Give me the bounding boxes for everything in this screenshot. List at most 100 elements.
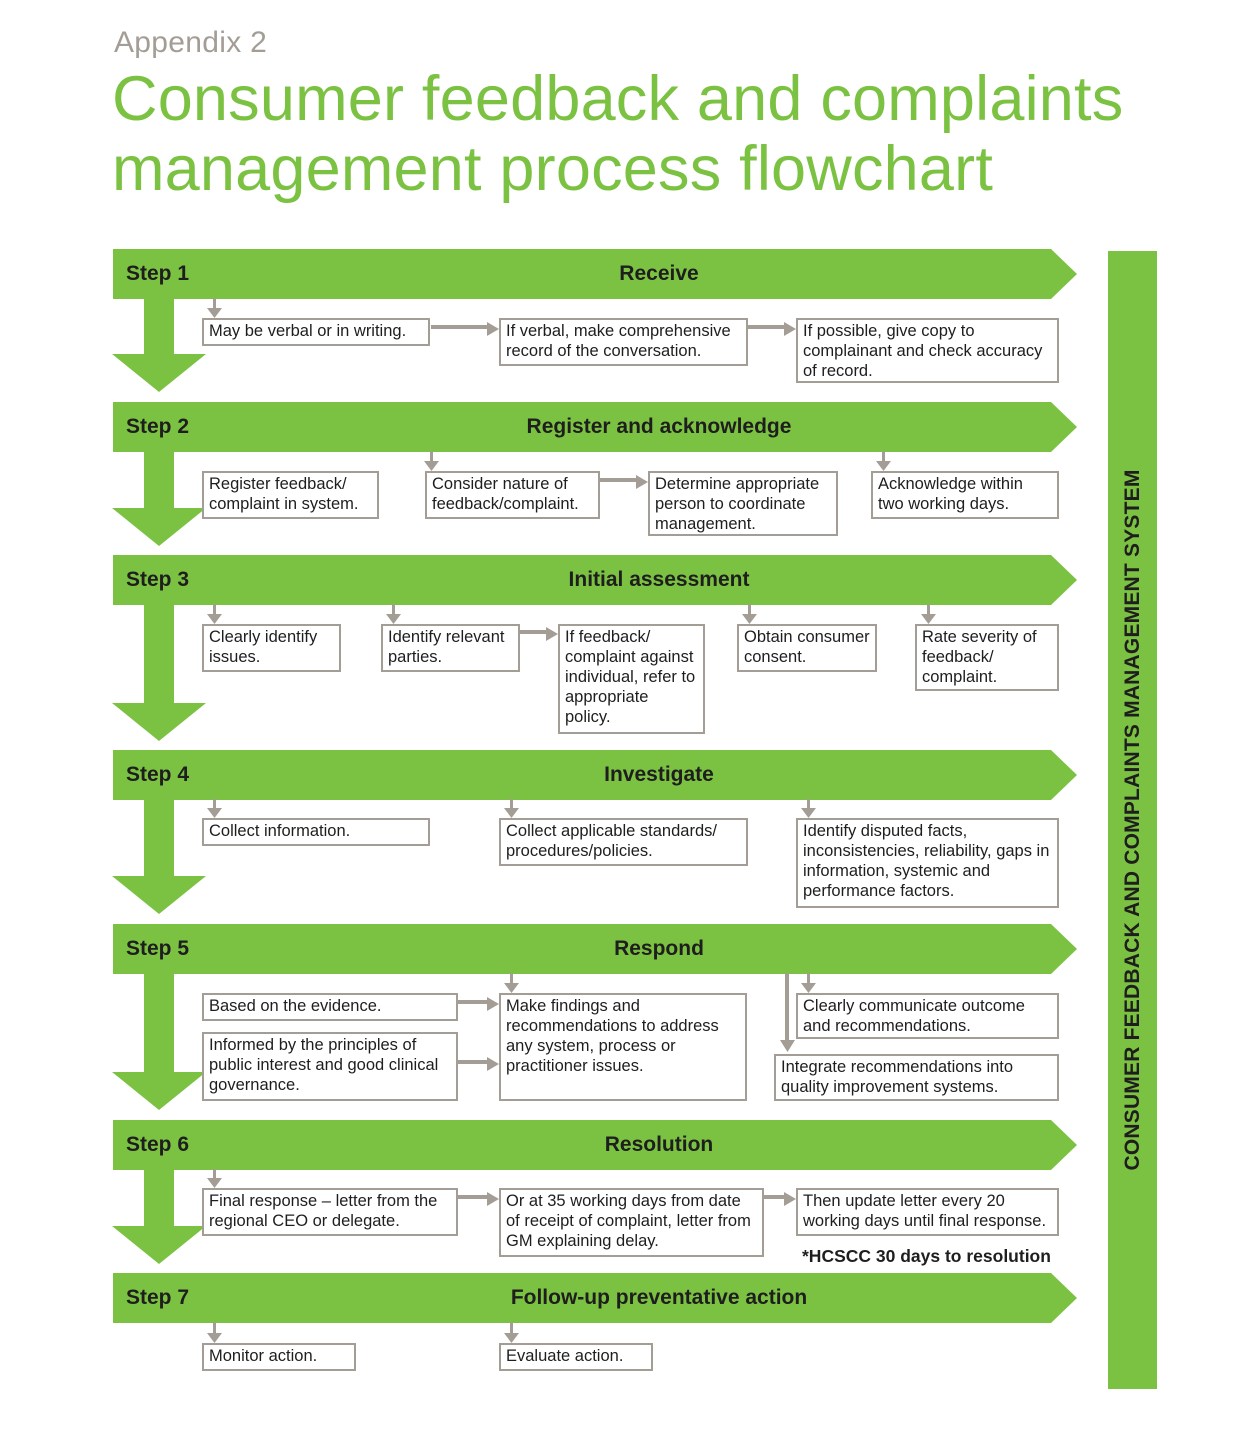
arrow-head xyxy=(504,983,519,993)
down-arrow xyxy=(207,1169,222,1188)
arrow-shaft xyxy=(144,1169,174,1228)
step-7-box-1: Monitor action. xyxy=(202,1343,356,1371)
down-arrow xyxy=(207,799,222,818)
arrow-shaft xyxy=(748,325,786,329)
arrow-shaft xyxy=(213,1169,216,1179)
step-6-box-3: Then update letter every 20 working days… xyxy=(796,1188,1059,1236)
step-1-box-3: If possible, give copy to complainant an… xyxy=(796,318,1059,383)
arrow-shaft xyxy=(213,298,216,309)
step-down-arrow xyxy=(112,604,206,741)
arrow-head xyxy=(112,703,206,741)
hcscc-note: *HCSCC 30 days to resolution xyxy=(802,1246,1051,1266)
step-3-box-2: Identify relevant parties. xyxy=(381,624,520,672)
arrow-shaft xyxy=(764,1195,786,1199)
step-band-background xyxy=(113,1120,1077,1170)
step-band-background xyxy=(113,555,1077,605)
step-1-box-2: If verbal, make comprehensive record of … xyxy=(499,318,748,366)
arrow-shaft xyxy=(144,799,174,878)
arrow-head xyxy=(780,1040,795,1052)
step-4-box-3: Identify disputed facts, inconsistencies… xyxy=(796,818,1059,908)
arrow-shaft xyxy=(927,604,930,615)
arrow-shaft xyxy=(144,973,174,1074)
arrow-shaft xyxy=(600,478,638,482)
arrow-head xyxy=(546,627,558,641)
down-arrow xyxy=(742,604,757,624)
arrow-shaft xyxy=(144,451,174,510)
arrow-shaft xyxy=(392,604,395,615)
step-label: Step 4 xyxy=(126,763,190,786)
down-arrow xyxy=(921,604,936,624)
arrow-head xyxy=(487,1057,499,1071)
step-5-box-5: Integrate recommendations into quality i… xyxy=(774,1054,1059,1101)
arrow-shaft xyxy=(213,604,216,615)
step-2-box-2: Consider nature of feedback/complaint. xyxy=(425,471,600,519)
step-4-box-1: Collect information. xyxy=(202,818,430,846)
step-5-box-4: Clearly communicate outcome and recommen… xyxy=(796,993,1059,1039)
arrow-head xyxy=(487,997,499,1011)
step-4-band: Step 4 Investigate xyxy=(113,750,1077,800)
step-down-arrow xyxy=(112,973,206,1110)
arrow-head xyxy=(742,614,757,624)
arrow-shaft xyxy=(807,973,810,984)
arrow-head xyxy=(921,614,936,624)
arrow-head xyxy=(207,614,222,624)
step-5-box-2: Informed by the principles of public int… xyxy=(202,1032,458,1101)
step-2-box-3: Determine appropriate person to coordina… xyxy=(648,471,838,536)
step-3-box-3: If feedback/ complaint against individua… xyxy=(558,624,705,734)
down-arrow xyxy=(504,799,519,818)
step-2-box-4: Acknowledge within two working days. xyxy=(871,471,1059,519)
step-band-background xyxy=(113,249,1077,299)
title-line-1: Consumer feedback and complaints xyxy=(112,64,1124,134)
arrow-shaft xyxy=(807,799,810,809)
right-arrow xyxy=(431,322,499,336)
right-arrow xyxy=(458,997,499,1011)
right-arrow xyxy=(764,1192,796,1206)
down-arrow xyxy=(801,973,816,993)
step-5-box-1: Based on the evidence. xyxy=(202,993,458,1021)
arrow-shaft xyxy=(510,799,513,809)
right-arrow xyxy=(520,627,558,641)
side-system-bar: CONSUMER FEEDBACK AND COMPLAINTS MANAGEM… xyxy=(1108,251,1157,1389)
step-down-arrow xyxy=(112,298,206,392)
step-6-box-2: Or at 35 working days from date of recei… xyxy=(499,1188,764,1257)
step-label: Step 7 xyxy=(126,1286,190,1309)
step-4-box-2: Collect applicable standards/ procedures… xyxy=(499,818,748,866)
arrow-shaft xyxy=(510,1322,513,1334)
right-arrow xyxy=(748,322,796,336)
step-band-background xyxy=(113,402,1077,452)
arrow-shaft xyxy=(458,1060,489,1064)
down-arrow xyxy=(504,1322,519,1343)
step-name: Investigate xyxy=(604,763,714,786)
arrow-head xyxy=(636,475,648,489)
arrow-head xyxy=(207,308,222,318)
arrow-shaft xyxy=(520,630,548,634)
step-name: Resolution xyxy=(604,1133,714,1156)
arrow-head xyxy=(504,1333,519,1343)
step-down-arrow xyxy=(112,451,206,546)
arrow-head xyxy=(112,1226,206,1264)
step-band-background xyxy=(113,1273,1077,1323)
step-name: Receive xyxy=(619,262,699,285)
step-7-box-2: Evaluate action. xyxy=(499,1343,653,1371)
arrow-head xyxy=(504,808,519,818)
arrow-head xyxy=(112,508,206,546)
step-6-box-1: Final response – letter from the regiona… xyxy=(202,1188,458,1236)
right-arrow xyxy=(600,475,648,489)
step-down-arrow xyxy=(112,1169,206,1264)
step-2-box-1: Register feedback/ complaint in system. xyxy=(202,471,379,519)
step-label: Step 3 xyxy=(126,568,190,591)
arrow-shaft xyxy=(510,973,513,984)
title-line-2: management process flowchart xyxy=(112,134,994,204)
down-arrow xyxy=(876,451,891,471)
step-label: Step 1 xyxy=(126,262,190,285)
arrow-head xyxy=(112,876,206,914)
arrow-head xyxy=(784,322,796,336)
step-name: Respond xyxy=(614,937,704,960)
arrow-head xyxy=(207,1333,222,1343)
step-1-band: Step 1 Receive xyxy=(113,249,1077,299)
down-arrow-long xyxy=(780,973,795,1052)
